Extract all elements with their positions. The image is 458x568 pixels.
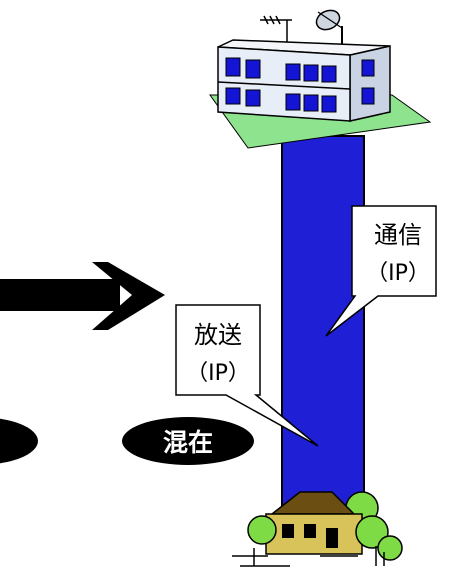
house-icon (232, 491, 403, 567)
left-badge-fragment (0, 418, 38, 464)
transmission-pipe (281, 135, 365, 529)
mixed-badge: 混在 (122, 417, 254, 465)
satellite-dish-icon (315, 9, 343, 44)
callout-broadcast-subtitle: （IP） (186, 361, 250, 386)
callout-broadcast-title: 放送 (194, 321, 242, 349)
office-building-icon (209, 39, 432, 149)
arrow-icon (0, 262, 165, 330)
callout-communication: 通信 （IP） (325, 205, 437, 337)
callout-broadcast: 放送 （IP） (175, 304, 319, 447)
callout-communication-subtitle: （IP） (366, 261, 430, 286)
mixed-badge-label: 混在 (163, 428, 213, 457)
callout-communication-title: 通信 (374, 221, 422, 249)
